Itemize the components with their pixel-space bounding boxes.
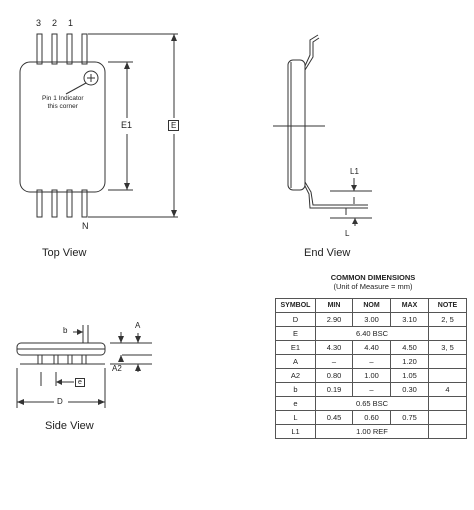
- cell-span: 6.40 BSC: [315, 326, 429, 341]
- end-view-caption: End View: [304, 247, 351, 259]
- cell-nom: 4.40: [352, 340, 391, 355]
- top-view-leads-top: [36, 33, 88, 65]
- cell-note: [428, 396, 467, 411]
- dim-l1-label: L1: [350, 167, 359, 176]
- table-row: E1 4.30 4.40 4.50 3, 5: [275, 340, 467, 355]
- header-nom: NOM: [352, 298, 391, 313]
- header-max: MAX: [390, 298, 429, 313]
- cell-note: [428, 368, 467, 383]
- table-header-row: SYMBOL MIN NOM MAX NOTE: [275, 298, 467, 313]
- cell-min: 0.19: [315, 382, 353, 397]
- pin-label-2: 2: [52, 18, 58, 28]
- cell-symbol: D: [275, 312, 316, 327]
- cell-symbol: L1: [275, 424, 316, 439]
- dim-e-label: E: [168, 120, 180, 131]
- table-row: A – – 1.20: [275, 354, 467, 369]
- dim-d-label: D: [57, 397, 63, 406]
- dim-e1-label: E1: [121, 120, 133, 130]
- dimensions-table: SYMBOL MIN NOM MAX NOTE D 2.90 3.00 3.10…: [275, 298, 467, 439]
- cell-symbol: A2: [275, 368, 316, 383]
- table-title-block: COMMON DIMENSIONS (Unit of Measure = mm): [275, 273, 471, 291]
- pin1-note-line1: Pin 1 Indicator: [42, 95, 84, 102]
- header-min: MIN: [315, 298, 353, 313]
- cell-note: [428, 354, 467, 369]
- cell-note: [428, 410, 467, 425]
- pin-label-3: 3: [36, 18, 42, 28]
- cell-note: [428, 326, 467, 341]
- cell-note: 2, 5: [428, 312, 467, 327]
- cell-min: 4.30: [315, 340, 353, 355]
- table-row: b 0.19 – 0.30 4: [275, 382, 467, 397]
- pin1-note-line2: this corner: [47, 103, 78, 110]
- table-row: e 0.65 BSC: [275, 396, 467, 411]
- cell-min: 0.80: [315, 368, 353, 383]
- table-row: A2 0.80 1.00 1.05: [275, 368, 467, 383]
- dim-b-label: b: [63, 326, 68, 335]
- table-row: L 0.45 0.60 0.75: [275, 410, 467, 425]
- cell-note: 4: [428, 382, 467, 397]
- cell-symbol: e: [275, 396, 316, 411]
- top-view-caption: Top View: [42, 247, 87, 259]
- header-note: NOTE: [428, 298, 467, 313]
- table-subtitle: (Unit of Measure = mm): [333, 282, 413, 291]
- side-view-caption: Side View: [45, 420, 94, 432]
- dim-l-label: L: [345, 229, 350, 238]
- cell-span: 1.00 REF: [315, 424, 429, 439]
- cell-nom: 1.00: [352, 368, 391, 383]
- top-view-body: [19, 61, 106, 193]
- side-view-outline: [16, 325, 152, 408]
- cell-note: 3, 5: [428, 340, 467, 355]
- cell-symbol: E: [275, 326, 316, 341]
- cell-nom: 3.00: [352, 312, 391, 327]
- table-title: COMMON DIMENSIONS: [330, 273, 416, 282]
- cell-max: 0.75: [390, 410, 429, 425]
- end-view-outline: [273, 34, 372, 226]
- pin1-indicator-note: Pin 1 Indicator this corner: [42, 95, 84, 111]
- cell-max: 1.05: [390, 368, 429, 383]
- dim-a-label: A: [135, 321, 141, 330]
- cell-symbol: L: [275, 410, 316, 425]
- cell-max: 3.10: [390, 312, 429, 327]
- cell-max: 1.20: [390, 354, 429, 369]
- cell-nom: –: [352, 354, 391, 369]
- pin-label-n: N: [82, 221, 89, 231]
- cell-min: –: [315, 354, 353, 369]
- cell-symbol: E1: [275, 340, 316, 355]
- table-row: D 2.90 3.00 3.10 2, 5: [275, 312, 467, 327]
- cell-note: [428, 424, 467, 439]
- pin-label-1: 1: [68, 18, 74, 28]
- header-symbol: SYMBOL: [275, 298, 316, 313]
- cell-min: 2.90: [315, 312, 353, 327]
- cell-nom: –: [352, 382, 391, 397]
- cell-span: 0.65 BSC: [315, 396, 429, 411]
- table-row: L1 1.00 REF: [275, 424, 467, 439]
- cell-max: 0.30: [390, 382, 429, 397]
- cell-min: 0.45: [315, 410, 353, 425]
- pin1-indicator-icon: [83, 70, 99, 86]
- dim-a2-label: A2: [112, 364, 122, 373]
- dim-e-pitch-label: e: [75, 378, 85, 387]
- top-view-leads-bottom: [36, 189, 88, 218]
- cell-max: 4.50: [390, 340, 429, 355]
- cell-nom: 0.60: [352, 410, 391, 425]
- cell-symbol: A: [275, 354, 316, 369]
- cell-symbol: b: [275, 382, 316, 397]
- table-row: E 6.40 BSC: [275, 326, 467, 341]
